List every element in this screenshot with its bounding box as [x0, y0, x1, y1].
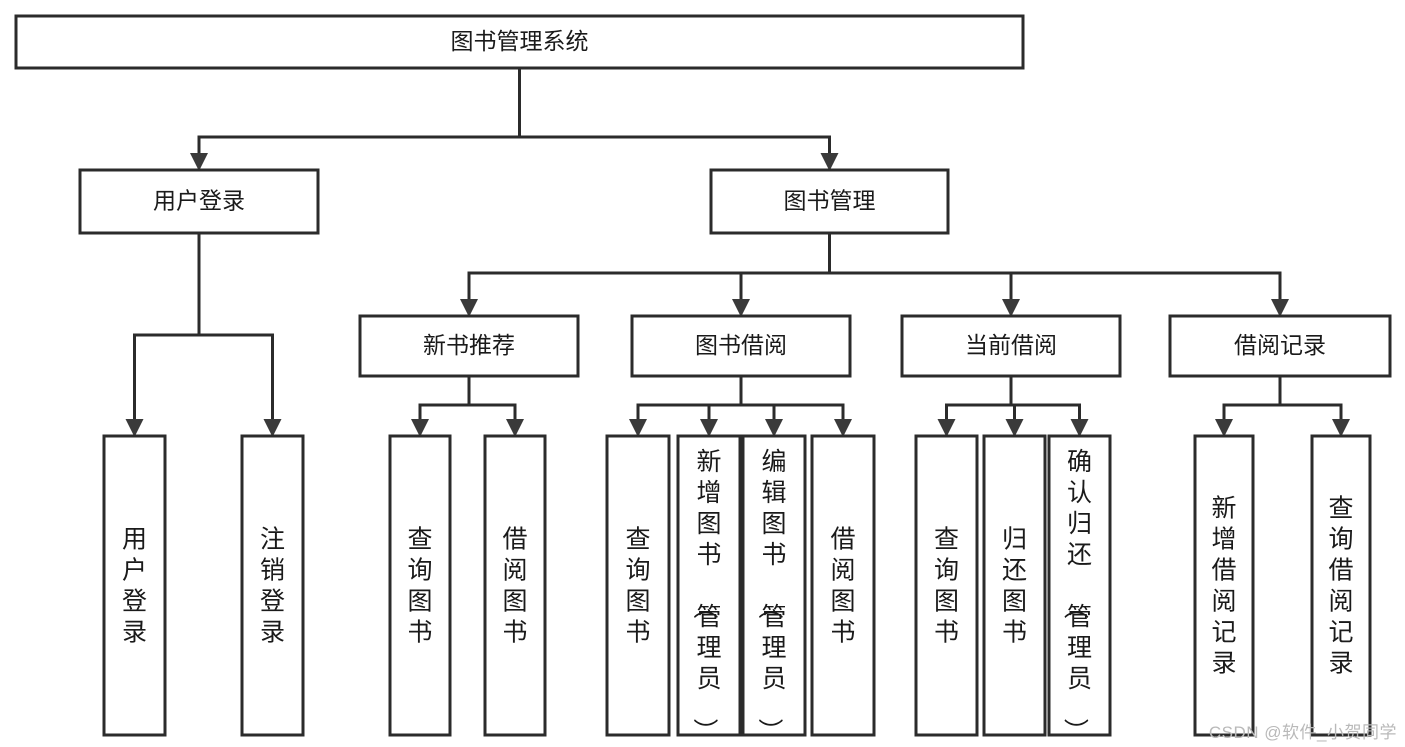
node-leaf_6[interactable]: 新增图书（管理员）	[676, 434, 742, 743]
connector-root-to-l2_2	[518, 68, 839, 171]
node-l3_2[interactable]: 图书借阅	[630, 314, 852, 378]
node-label-l3_3: 当前借阅	[965, 332, 1057, 358]
node-label-leaf_12: 新增借阅记录	[1211, 495, 1236, 678]
arrow-head-icon	[506, 419, 524, 437]
connector-l2_2-to-l3_3	[828, 233, 1020, 317]
arrow-head-icon	[411, 419, 429, 437]
node-l3_3[interactable]: 当前借阅	[900, 314, 1122, 378]
node-box-leaf_13[interactable]	[1310, 434, 1372, 737]
arrow-head-icon	[1002, 299, 1020, 317]
node-label-l2_2: 图书管理	[784, 188, 876, 214]
connector-l3_2-to-leaf_8	[739, 376, 852, 437]
node-box-l3_1[interactable]	[358, 314, 580, 378]
connector-l2_2-to-l3_1	[460, 233, 831, 317]
node-label-leaf_13: 查询借阅记录	[1328, 495, 1353, 678]
node-box-leaf_8[interactable]	[810, 434, 876, 737]
node-label-leaf_8: 借阅图书	[830, 526, 855, 647]
node-label-root: 图书管理系统	[451, 28, 589, 54]
node-label-l3_4: 借阅记录	[1234, 332, 1326, 358]
connector-l2_1-to-leaf_2	[197, 233, 282, 437]
node-box-leaf_10[interactable]	[982, 434, 1047, 737]
node-box-l2_1[interactable]	[78, 168, 320, 235]
node-box-leaf_9[interactable]	[914, 434, 979, 737]
connector-l3_1-to-leaf_4	[467, 376, 524, 437]
arrow-head-icon	[263, 419, 282, 437]
node-box-leaf_12[interactable]	[1193, 434, 1255, 737]
arrow-head-icon	[1332, 419, 1350, 437]
node-leaf_7[interactable]: 编辑图书（管理员）	[741, 434, 807, 743]
node-box-leaf_2[interactable]	[240, 434, 305, 737]
node-leaf_11[interactable]: 确认归还（管理员）	[1047, 434, 1112, 743]
node-leaf_12[interactable]: 新增借阅记录	[1193, 434, 1255, 737]
node-root[interactable]: 图书管理系统	[14, 14, 1025, 70]
node-label-leaf_7: 编辑图书（管理员）	[755, 448, 786, 743]
arrow-head-icon	[629, 419, 647, 437]
arrow-head-icon	[1215, 419, 1233, 437]
connector-l3_4-to-leaf_12	[1215, 376, 1282, 437]
arrow-head-icon	[1271, 299, 1289, 317]
arrow-head-icon	[190, 153, 208, 171]
node-box-l3_4[interactable]	[1168, 314, 1392, 378]
connector-root-to-l2_1	[190, 68, 521, 171]
node-box-root[interactable]	[14, 14, 1025, 70]
node-leaf_13[interactable]: 查询借阅记录	[1310, 434, 1372, 737]
connector-l2_2-to-l3_2	[732, 233, 831, 317]
node-l3_1[interactable]: 新书推荐	[358, 314, 580, 378]
node-box-leaf_11[interactable]	[1047, 434, 1112, 737]
node-layer: 图书管理系统用户登录图书管理新书推荐图书借阅当前借阅借阅记录用户登录注销登录查询…	[14, 14, 1392, 743]
arrow-head-icon	[1070, 419, 1089, 437]
node-box-leaf_1[interactable]	[102, 434, 167, 737]
connector-l3_3-to-leaf_11	[1009, 376, 1089, 437]
node-box-leaf_5[interactable]	[605, 434, 671, 737]
node-label-leaf_5: 查询图书	[625, 526, 650, 647]
node-leaf_3[interactable]: 查询图书	[388, 434, 452, 737]
connector-layer	[125, 68, 1350, 437]
node-box-leaf_4[interactable]	[483, 434, 547, 737]
arrow-head-icon	[820, 153, 839, 171]
node-box-leaf_6[interactable]	[676, 434, 742, 737]
arrow-head-icon	[732, 299, 750, 317]
node-leaf_10[interactable]: 归还图书	[982, 434, 1047, 737]
node-label-leaf_1: 用户登录	[122, 526, 147, 647]
connector-l3_1-to-leaf_3	[411, 376, 471, 437]
arrow-head-icon	[125, 419, 144, 437]
arrow-head-icon	[834, 419, 852, 437]
connector-l3_4-to-leaf_13	[1278, 376, 1350, 437]
node-label-leaf_4: 借阅图书	[502, 526, 527, 647]
node-leaf_5[interactable]: 查询图书	[605, 434, 671, 737]
arrow-head-icon	[937, 419, 956, 437]
node-label-leaf_3: 查询图书	[407, 526, 432, 647]
node-box-l2_2[interactable]	[709, 168, 950, 235]
node-label-leaf_10: 归还图书	[1002, 526, 1027, 647]
node-l3_4[interactable]: 借阅记录	[1168, 314, 1392, 378]
arrow-head-icon	[765, 419, 783, 437]
arrow-head-icon	[1005, 419, 1024, 437]
node-label-l3_2: 图书借阅	[695, 332, 787, 358]
node-box-leaf_7[interactable]	[741, 434, 807, 737]
node-box-l3_3[interactable]	[900, 314, 1122, 378]
node-box-leaf_3[interactable]	[388, 434, 452, 737]
node-label-leaf_11: 确认归还（管理员）	[1061, 448, 1092, 743]
node-label-l2_1: 用户登录	[153, 188, 245, 214]
node-label-l3_1: 新书推荐	[423, 332, 515, 358]
node-label-leaf_2: 注销登录	[260, 526, 285, 647]
arrow-head-icon	[460, 299, 478, 317]
node-label-leaf_6: 新增图书（管理员）	[690, 448, 721, 743]
node-leaf_1[interactable]: 用户登录	[102, 434, 167, 737]
node-l2_2[interactable]: 图书管理	[709, 168, 950, 235]
node-leaf_4[interactable]: 借阅图书	[483, 434, 547, 737]
node-leaf_9[interactable]: 查询图书	[914, 434, 979, 737]
arrow-head-icon	[700, 419, 718, 437]
node-leaf_2[interactable]: 注销登录	[240, 434, 305, 737]
connector-l3_3-to-leaf_9	[937, 376, 1013, 437]
node-leaf_8[interactable]: 借阅图书	[810, 434, 876, 737]
connector-l2_1-to-leaf_1	[125, 233, 201, 437]
node-label-leaf_9: 查询图书	[934, 526, 959, 647]
node-l2_1[interactable]: 用户登录	[78, 168, 320, 235]
node-box-l3_2[interactable]	[630, 314, 852, 378]
connector-l2_2-to-l3_4	[828, 233, 1289, 317]
